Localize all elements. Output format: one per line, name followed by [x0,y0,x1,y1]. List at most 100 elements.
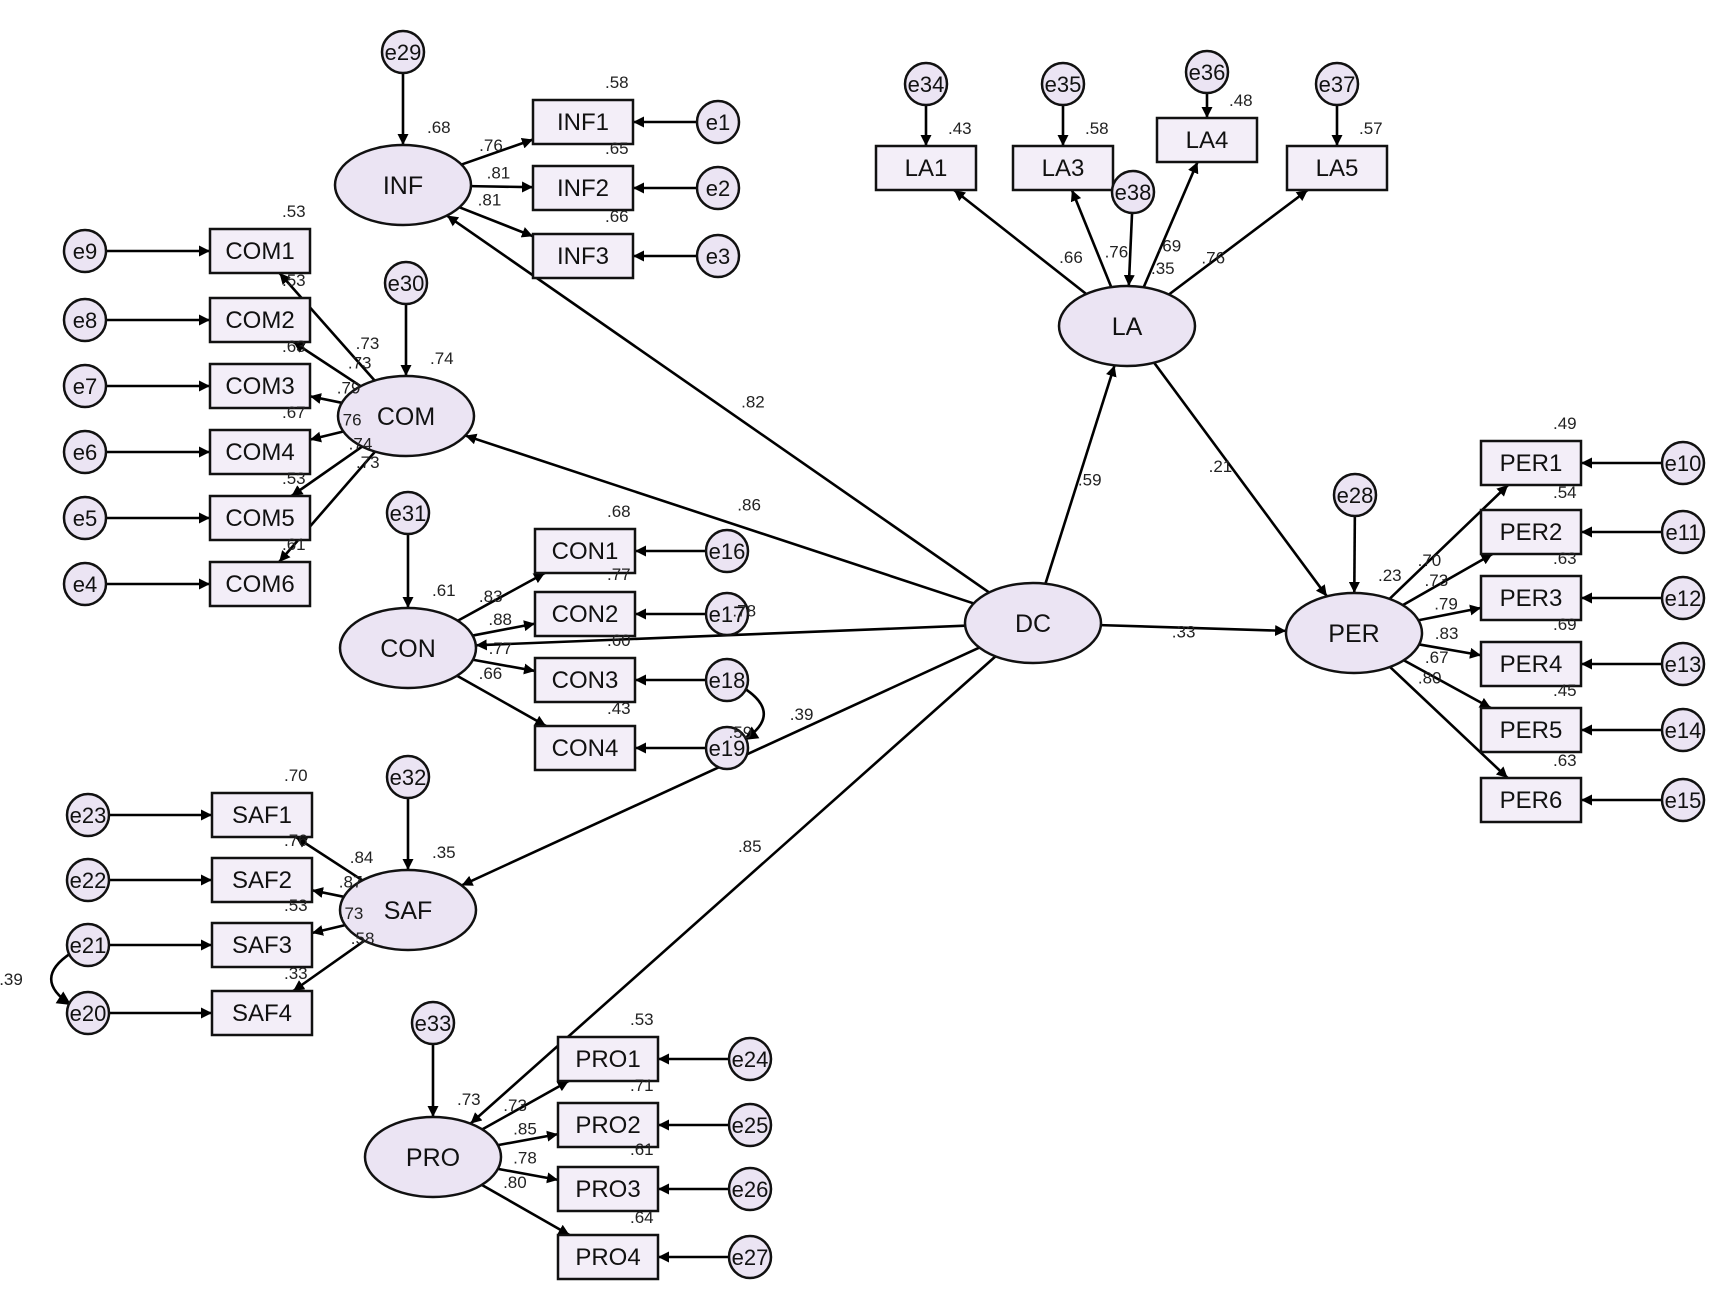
indicator-box [1479,776,1583,824]
loading-coefficient: .79 [337,378,361,397]
indicator-per3: PER3 [1479,574,1583,622]
error-label: e27 [732,1245,769,1270]
indicator-box [533,590,637,638]
loading-arrow-con2 [472,620,536,637]
indicator-label: SAF1 [232,802,292,829]
indicator-per4: PER4 [1479,640,1583,688]
path-arrow-dc-per [1100,623,1287,637]
path-coefficient: .82 [741,392,765,411]
error-label: e28 [1337,483,1374,508]
path-coefficient: .59 [729,723,753,742]
loading-coefficient: .73 [356,453,380,472]
latent-con: CON [338,606,478,690]
indicator-box [1285,144,1389,192]
error-circle [727,1166,773,1212]
indicator-r2: .53 [630,1010,654,1029]
indicator-label: PER1 [1500,450,1563,477]
indicator-box [533,656,637,704]
indicator-label: PER3 [1500,585,1563,612]
error-circle [695,233,741,279]
indicator-com4: COM4 [208,428,312,476]
loading-arrow-saf2 [311,887,345,899]
indicator-label: CON3 [552,667,619,694]
indicator-pro2: PRO2 [556,1101,660,1149]
error-circle [704,657,750,703]
loading-coefficient: .58 [351,929,375,948]
indicator-label: CON2 [552,601,619,628]
loading-arrow-la3 [1070,189,1113,288]
error-e4: e4 [62,561,108,607]
latent-ellipse [963,581,1103,665]
error-e9: e9 [62,228,108,274]
error-e27: e27 [727,1234,773,1280]
error-circle [62,363,108,409]
error-circle [385,754,431,800]
error-circle [380,29,426,75]
indicator-r2: .33 [284,964,308,983]
error-e1: e1 [695,99,741,145]
error-circle [903,61,949,107]
latent-ellipse [338,868,478,952]
error-circle [385,490,431,536]
error-e14: e14 [1660,707,1706,753]
loading-arrow-inf1 [461,137,534,166]
indicator-box [556,1233,660,1281]
error-label: e30 [388,271,425,296]
loading-arrow-la1 [953,188,1088,295]
indicator-r2: .43 [948,119,972,138]
indicator-box [210,791,314,839]
latent-label: SAF [384,897,433,925]
error-e6: e6 [62,429,108,475]
error-circle [695,165,741,211]
loading-arrow-con1 [457,571,546,622]
error-e30: e30 [383,260,429,306]
indicator-r2: .53 [282,202,306,221]
error-label: e35 [1045,72,1082,97]
indicator-r2: .60 [607,631,631,650]
loading-arrow-inf3 [459,206,534,238]
loading-arrow-la5 [1168,188,1309,296]
error-e28: e28 [1332,472,1378,518]
indicator-box [1155,116,1259,164]
latent-ellipse [1284,591,1424,675]
path-coefficient: .85 [738,837,762,856]
indicator-box [1479,574,1583,622]
loading-arrow-pro1 [481,1079,570,1131]
loading-arrow-per1 [1388,484,1509,600]
error-e35: e35 [1040,61,1086,107]
indicator-label: LA3 [1042,155,1085,182]
loading-arrow-com2 [292,340,362,388]
indicator-label: INF1 [557,109,609,136]
indicator-label: LA5 [1316,155,1359,182]
error-circle [1314,61,1360,107]
error-circle [1660,575,1706,621]
error-e20: e20 [65,990,111,1036]
error-label: e3 [706,244,730,269]
error-circle [410,1000,456,1046]
indicator-label: PER2 [1500,519,1563,546]
covariance-curve-e18-e19 [728,674,765,742]
indicator-label: PER4 [1500,651,1563,678]
loading-coefficient: .88 [488,610,512,629]
indicator-label: PRO4 [575,1244,640,1271]
error-label: e24 [732,1047,769,1072]
error-label: e2 [706,176,730,201]
indicator-label: COM2 [225,307,294,334]
error-circle [1660,707,1706,753]
indicator-label: CON4 [552,735,619,762]
indicator-per5: PER5 [1479,706,1583,754]
loading-arrow-per5 [1403,659,1492,710]
indicator-r2: .70 [284,766,308,785]
indicator-box [1011,144,1115,192]
latent-label: DC [1015,610,1051,638]
path-coefficient: .59 [1078,471,1102,490]
loading-arrow-saf1 [295,835,364,882]
indicator-label: INF3 [557,243,609,270]
indicator-box [1479,706,1583,754]
latent-ellipse [338,606,478,690]
indicator-r2: .63 [282,337,306,356]
error-label: e15 [1665,788,1702,813]
latent-ellipse [336,374,476,458]
error-e32: e32 [385,754,431,800]
loading-arrow-la4 [1142,161,1199,288]
